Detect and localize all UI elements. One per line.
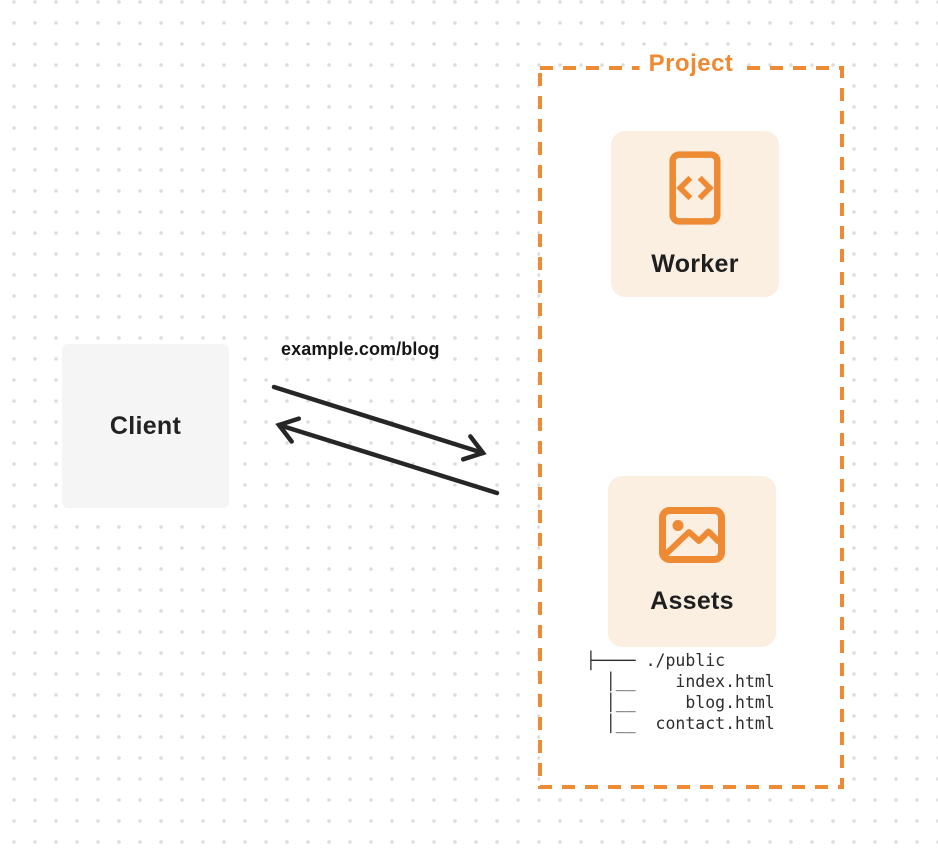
request-arrow (271, 384, 487, 462)
worker-label: Worker (651, 249, 739, 278)
request-url-label: example.com/blog (281, 339, 440, 359)
file-tree-line: │__ contact.html (586, 714, 775, 733)
file-tree-line: │__ index.html (586, 672, 775, 691)
image-icon (659, 507, 725, 563)
code-document-icon (669, 150, 721, 225)
assets-label: Assets (650, 587, 734, 615)
assets-file-tree: ├──── ./public │__ index.html │__ blog.h… (586, 650, 775, 734)
file-tree-line: │__ blog.html (586, 693, 775, 712)
response-arrow (275, 416, 500, 496)
client-label: Client (109, 411, 182, 440)
file-tree-line: ├──── ./public (586, 651, 726, 670)
worker-node: Worker (611, 131, 779, 297)
assets-node: Assets (608, 476, 776, 647)
client-node: Client (62, 344, 229, 508)
project-title: Project (639, 50, 743, 78)
